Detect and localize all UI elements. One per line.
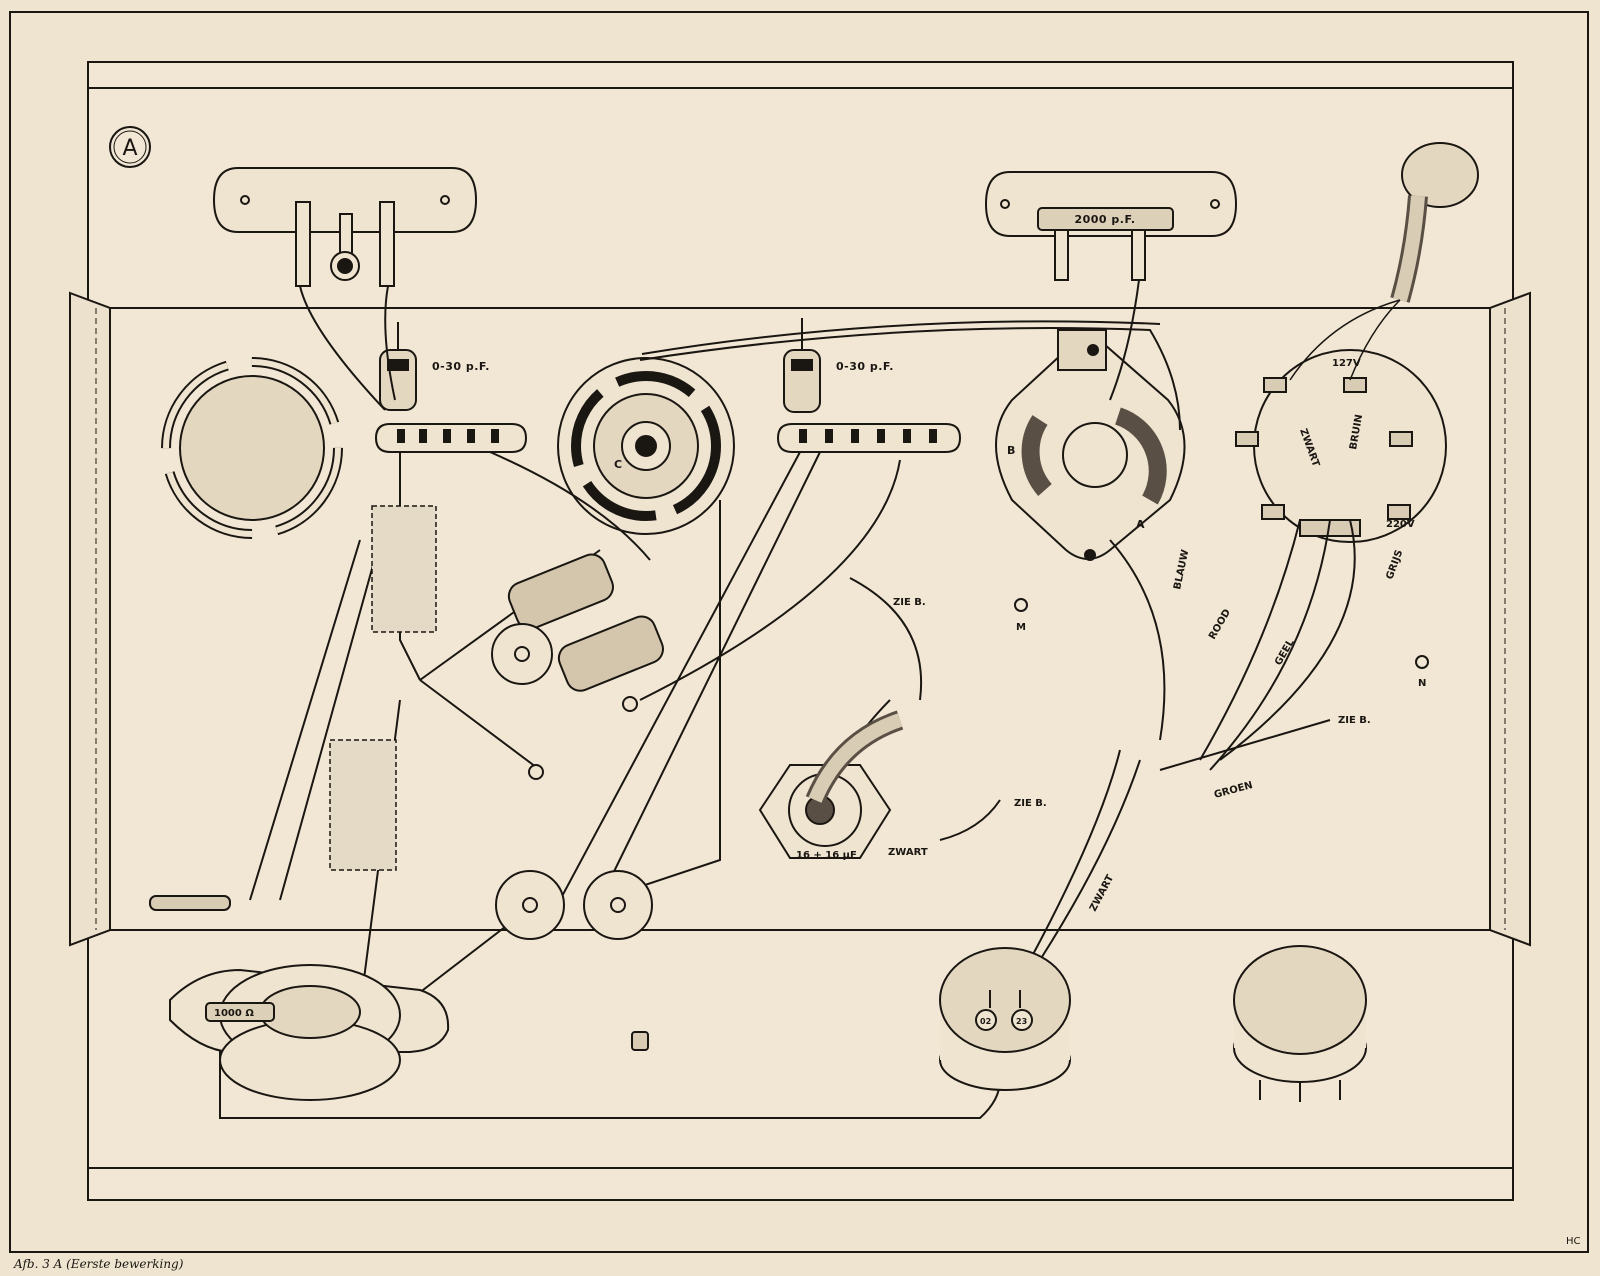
mount-hole-m [1014,598,1028,612]
small-jack [149,895,649,1051]
socket-b-label: B [1007,444,1016,457]
wire-zie-1-label: ZIE B. [893,597,926,608]
bracket-left [212,167,478,287]
transformer-socket [1235,349,1447,543]
signature: HC [1566,1236,1581,1247]
tube-socket-c [557,357,735,535]
tagstrip-left [374,423,528,453]
pot-left-b-label: 23 [1016,1017,1027,1026]
figure-marker: A [109,126,151,168]
mount-m-label: M [1016,622,1026,633]
trimmer-right [783,318,821,413]
mount-hole-n [1415,655,1429,669]
capacitor-top-label: 2000 p.F. [1074,213,1135,226]
tube-c-label: C [614,458,623,471]
shield-block-lower [329,739,397,871]
electrolytic-capacitor [758,710,904,859]
pot-left-a-label: 02 [980,1017,991,1026]
wire-zie-2-label: ZIE B. [1014,798,1047,809]
wire-zie-3-label: ZIE B. [1338,715,1371,726]
potentiometer-left [939,947,1071,1091]
voltage-127-label: 127V [1332,358,1361,369]
figure-marker-label: A [122,136,137,161]
screw-plates [491,623,653,940]
resistor-label: 1000 Ω [214,1008,254,1019]
capacitor-cyl-2 [557,615,664,692]
socket-ab [995,328,1186,561]
shield-block-upper [371,505,437,633]
socket-a-label: A [1136,518,1145,531]
voltage-220-label: 220V [1386,519,1415,530]
frame-border [9,11,1589,1253]
wafer-switch [169,964,450,1101]
figure-caption: Afb. 3 A (Eerste bewerking) [13,1257,184,1271]
potentiometer-right [1233,945,1367,1102]
electrolytic-label: 16 + 16 µF [796,850,857,861]
trimmer-left-label: 0-30 p.F. [432,360,490,373]
bracket-right [984,171,1238,281]
mains-cable [1289,142,1479,381]
mount-n-label: N [1418,678,1426,689]
loudspeaker [161,357,343,539]
tagstrip-right [776,423,962,453]
capacitor-cyl-1 [507,553,614,630]
wire-zwart-cap-label: ZWART [888,847,928,858]
trimmer-right-label: 0-30 p.F. [836,360,894,373]
